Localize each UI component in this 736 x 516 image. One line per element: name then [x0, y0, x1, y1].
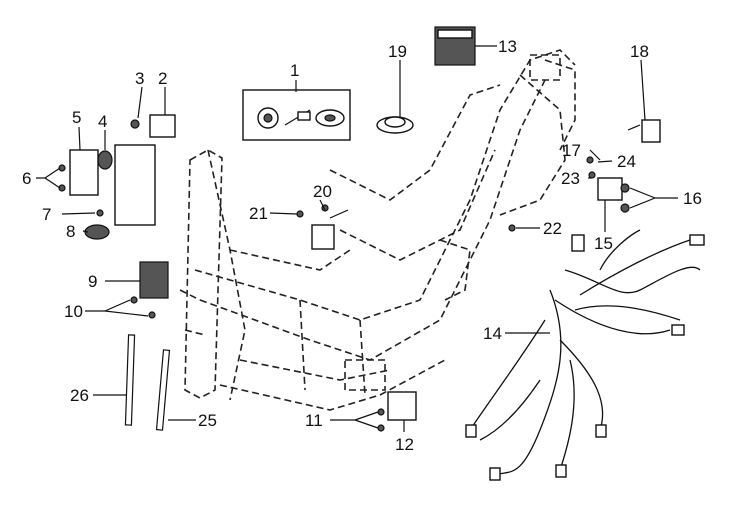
callout-16: 16: [683, 189, 702, 208]
callout-12: 12: [395, 435, 414, 454]
callout-10: 10: [64, 302, 83, 321]
part-9-module: [130, 261, 169, 319]
cable-ties: [124, 334, 171, 431]
callout-18: 18: [630, 42, 649, 61]
callout-21: 21: [249, 204, 268, 223]
callout-5: 5: [72, 108, 81, 127]
callout-22: 22: [543, 219, 562, 238]
callout-8: 8: [66, 222, 75, 241]
part-13-battery: [434, 26, 476, 66]
scooter-frame: [179, 49, 576, 411]
callout-labels: 1 2 3 4 5 6 7 8 9 10 11 12 13 14 15 16 1…: [22, 37, 702, 454]
part-19-cap: [376, 116, 414, 134]
part-1-kit: [242, 89, 351, 141]
leader-lines: [36, 45, 678, 432]
callout-9: 9: [88, 272, 97, 291]
callout-17: 17: [562, 141, 581, 160]
callout-1: 1: [290, 61, 299, 80]
part-12-relay: [377, 391, 417, 432]
callout-24: 24: [617, 152, 636, 171]
callout-15: 15: [594, 234, 613, 253]
part-18-sensor: [627, 119, 661, 143]
callout-7: 7: [42, 205, 51, 224]
callout-26: 26: [70, 386, 89, 405]
part-14-wiring-harness: [465, 229, 705, 481]
callout-2: 2: [158, 69, 167, 88]
part-20-21: [296, 204, 349, 250]
callout-4: 4: [98, 112, 107, 131]
callout-13: 13: [498, 37, 517, 56]
callout-23: 23: [561, 169, 580, 188]
callout-25: 25: [198, 411, 217, 430]
right-small-parts: [508, 156, 630, 232]
callout-3: 3: [135, 69, 144, 88]
left-cluster-parts: [58, 114, 176, 240]
callout-14: 14: [483, 324, 502, 343]
callout-19: 19: [388, 42, 407, 61]
callout-20: 20: [313, 182, 332, 201]
callout-6: 6: [22, 169, 31, 188]
callout-11: 11: [305, 411, 323, 430]
